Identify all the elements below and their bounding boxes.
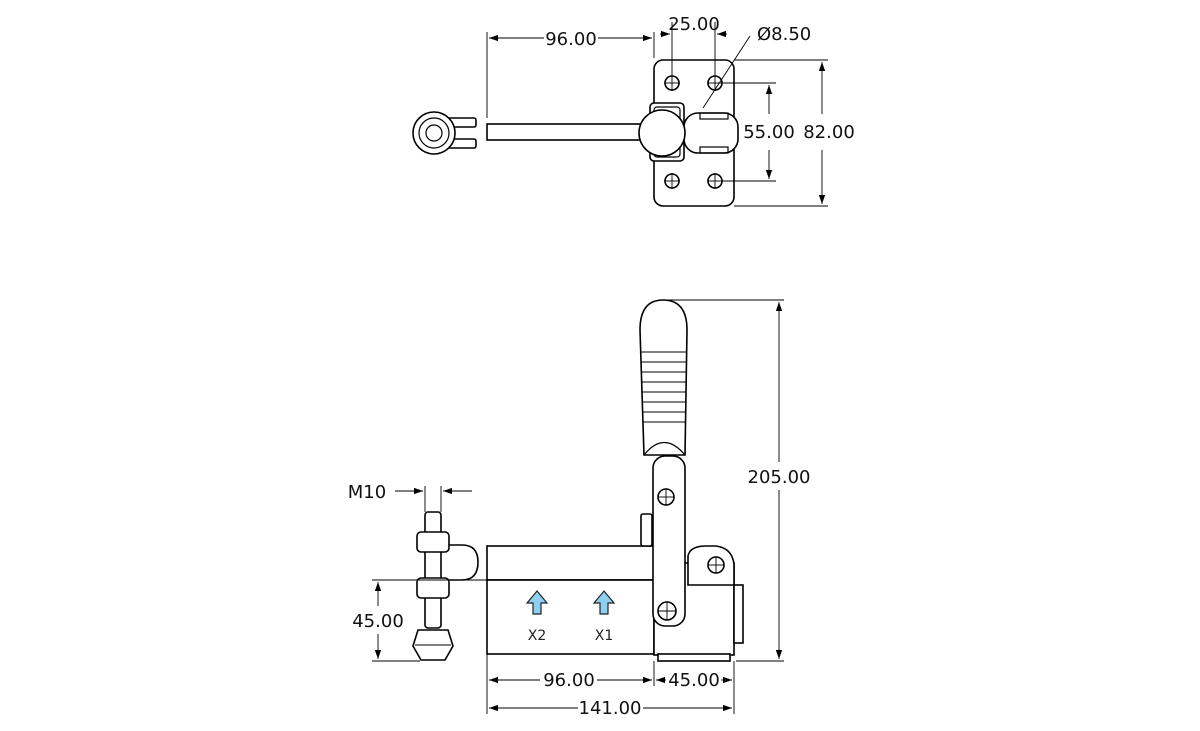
arrow-x2	[525, 590, 549, 615]
arrow-x1	[592, 590, 616, 615]
label-x1: X1	[595, 628, 614, 644]
dim-overall-length: 141.00	[579, 698, 642, 719]
side-handle-grip	[639, 299, 688, 456]
dim-spindle-height: 45.00	[352, 611, 404, 632]
dim-thread: M10	[348, 482, 386, 503]
top-handle-knob	[638, 109, 686, 157]
side-handle-link	[652, 455, 686, 627]
dim-overall-height: 205.00	[748, 467, 811, 488]
dim-top-lever-length: 96.00	[545, 29, 597, 50]
dim-base-length: 45.00	[668, 670, 720, 691]
dim-hole-spacing-x: 25.00	[668, 14, 720, 35]
dim-base-height: 82.00	[803, 122, 855, 143]
label-x2: X2	[528, 628, 547, 644]
side-view: X2 X1 M10 45.00 205.00 96.00	[348, 299, 811, 719]
top-lever-bar	[486, 123, 648, 141]
dim-hole-diameter: Ø8.50	[757, 24, 811, 45]
side-arm-body	[486, 579, 655, 655]
top-view: 96.00 25.00 Ø8.50 55.00 82.00	[412, 14, 855, 207]
top-spindle-end	[412, 111, 477, 155]
dim-hole-spacing-y: 55.00	[743, 122, 795, 143]
side-clamp-arm	[486, 545, 655, 581]
dim-arm-length: 96.00	[543, 670, 595, 691]
side-spindle	[412, 511, 479, 661]
